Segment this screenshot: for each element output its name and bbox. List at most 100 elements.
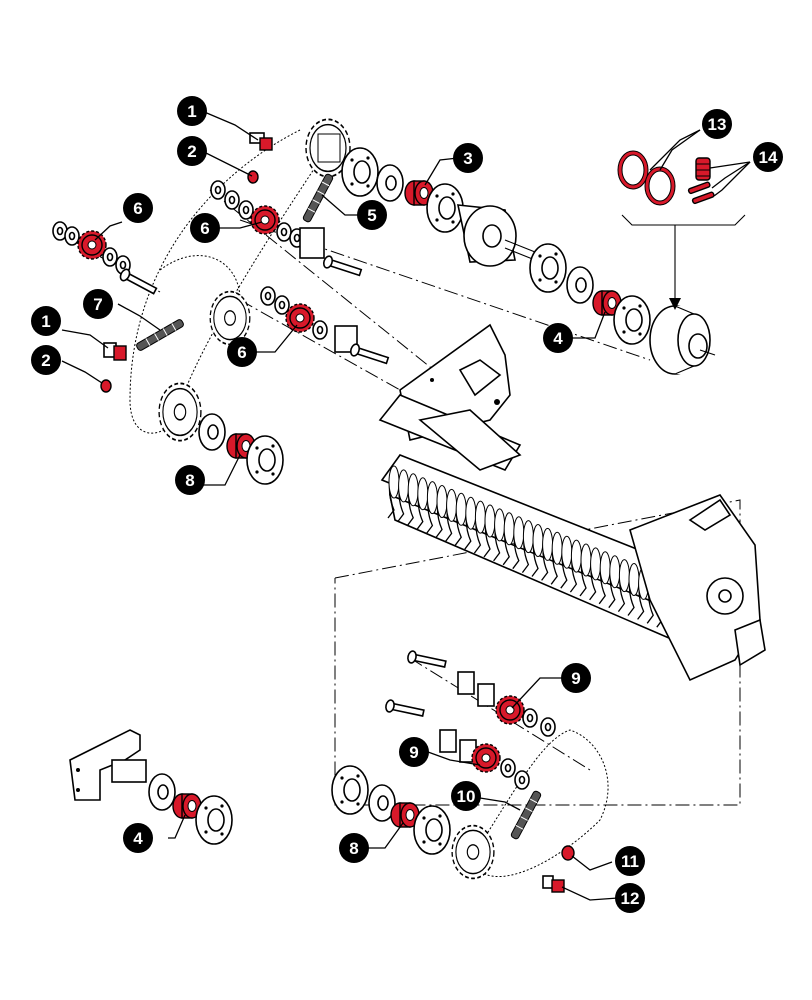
idler-sprocket-6-upper-left [52,221,159,298]
pickup-tine-band [474,500,486,534]
idler-sprocket-6-lower [209,286,390,368]
pickup-tine-band [426,481,438,515]
idler-sprocket-6-upper-mid [210,180,363,280]
callout-number: 14 [759,148,778,167]
callout-number: 7 [93,295,102,314]
callout-number: 2 [41,351,50,370]
callout-badge [31,306,61,336]
callout-number: 10 [457,787,476,806]
chain-link-10 [509,789,543,841]
callout-number: 6 [133,199,142,218]
callout-badge [615,883,645,913]
callout-number: 1 [187,102,196,121]
callout-number: 4 [553,329,563,348]
pickup-frame-right [629,494,766,682]
pickup-tine-band [398,469,410,503]
callout-badge [175,465,205,495]
pickup-tine-band [513,516,525,550]
callout-badge [190,213,220,243]
lower-bearing-flange [413,805,451,855]
callout-c4a: 4 [543,323,573,353]
callout-c2b: 2 [31,345,61,375]
pickup-tine-band [436,485,448,518]
callout-number: 3 [463,149,472,168]
nut-9-upper [540,717,556,737]
pickup-frame-left [378,323,522,471]
pickup-tine-band [599,551,611,585]
washer-9-upper [522,708,538,728]
callout-badge [339,833,369,863]
spring-clip-12 [542,875,565,893]
callout-c6b: 6 [190,213,220,243]
callout-number: 11 [621,852,639,871]
callout-badge [177,96,207,126]
callout-number: 4 [133,829,143,848]
callout-number: 6 [200,219,209,238]
hub-bearing-flange [613,295,651,345]
callout-badge [357,200,387,230]
sprocket-9-lower [471,743,501,773]
callout-number: 8 [349,839,358,858]
left-drive-sprocket [158,382,202,442]
pickup-tine-band [561,535,573,569]
slip-clutch-assembly [649,305,716,375]
pickup-tine-band [407,473,419,507]
callout-c4b: 4 [123,823,153,853]
clutch-kit-bracket [621,214,746,310]
callout-badge [177,136,207,166]
pickup-tine-band [570,539,582,573]
callout-number: 8 [185,471,194,490]
pickup-tine-band [417,477,429,511]
chain-link-7 [134,318,186,352]
left-washer [198,413,226,451]
pickup-tine-band [455,492,467,526]
connecting-link-1-lower [103,342,127,361]
spring-clip-2-lower [100,379,112,393]
side-bracket [69,729,147,801]
left-bearing-flange [246,435,284,485]
upper-bearing-flange [426,183,464,233]
callout-badge [31,345,61,375]
callout-c8b: 8 [339,833,369,863]
callout-badge [753,142,783,172]
pickup-tine-band [590,547,602,581]
callout-c9a: 9 [561,663,591,693]
callout-c12: 12 [615,883,645,913]
hub-washer [566,266,594,304]
callout-c2a: 2 [177,136,207,166]
callout-badge [615,846,645,876]
pickup-tine-band [503,512,515,546]
pickup-tine-band [551,531,563,565]
callout-badge [451,781,481,811]
callout-c1b: 1 [31,306,61,336]
callout-number: 9 [571,669,580,688]
callout-c10: 10 [451,781,481,811]
callout-c9b: 9 [399,737,429,767]
washer-9-lower [500,758,516,778]
callout-number: 1 [41,312,50,331]
pickup-tine-band [446,488,458,522]
callout-c14: 14 [753,142,783,172]
callout-number: 2 [187,142,196,161]
callout-c3: 3 [453,143,483,173]
callout-number: 6 [237,343,246,362]
bracket-washer [148,773,176,811]
callout-number: 9 [409,743,418,762]
beater-hub [456,204,561,271]
pickup-tine-band [494,508,506,542]
lower-drive-sprocket [451,824,495,880]
chain-link-5 [301,172,335,224]
callout-c7: 7 [83,289,113,319]
callout-number: 5 [367,206,376,225]
callout-badge [83,289,113,319]
callout-badge [123,823,153,853]
callout-c1a: 1 [177,96,207,126]
callout-c11: 11 [615,846,645,876]
callout-number: 12 [621,889,640,908]
callout-leader-lines [61,110,751,901]
callout-badge [453,143,483,173]
pickup-tine-band [484,504,496,538]
pickup-tine-band [628,563,640,596]
